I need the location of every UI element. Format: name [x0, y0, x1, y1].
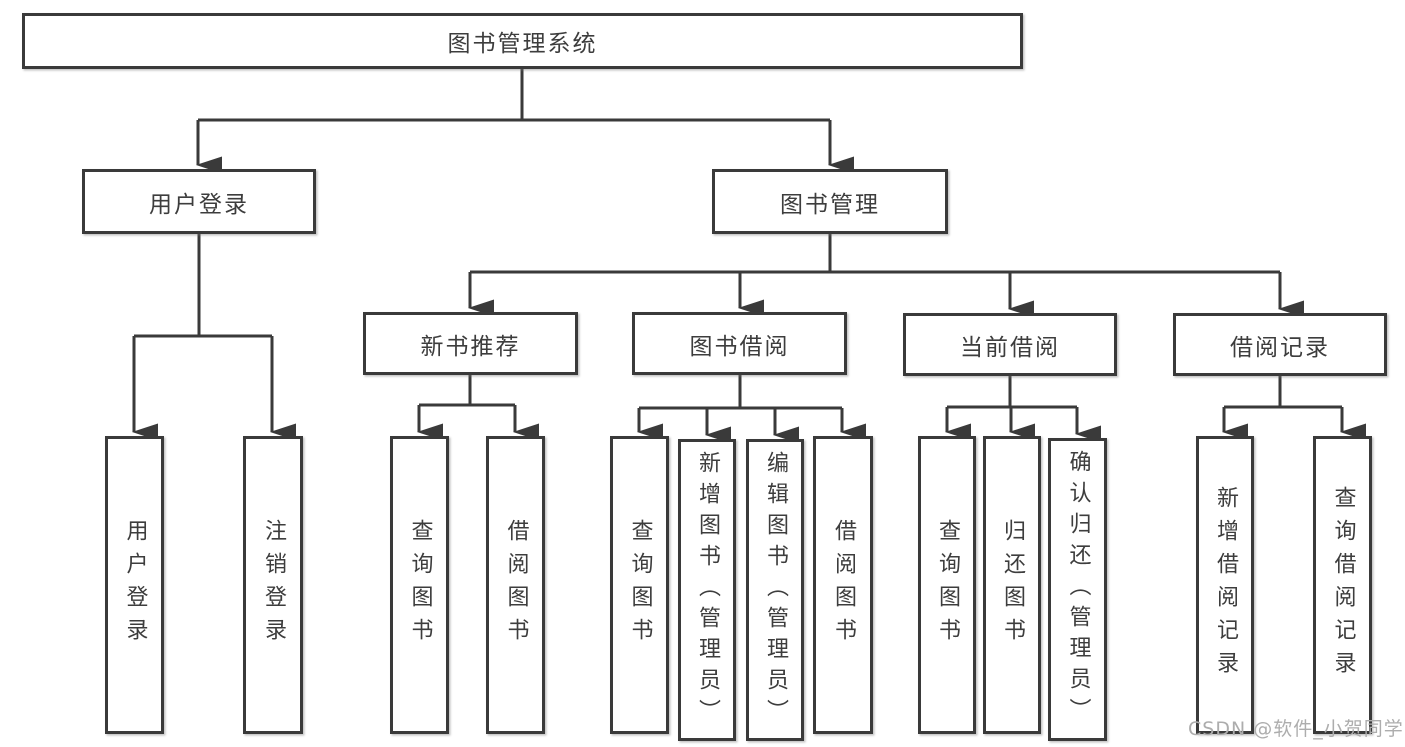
branch-book-management: 图书管理	[712, 169, 948, 234]
branch-user-login-label: 用户登录	[149, 191, 249, 218]
leaf-query-books-current: 查询图书	[918, 436, 976, 734]
group-current-borrow-label: 当前借阅	[960, 334, 1060, 361]
leaf-return-book: 归还图书	[983, 436, 1041, 734]
branch-book-management-label: 图书管理	[780, 191, 880, 218]
leaf-query-books-borrow: 查询图书	[610, 436, 669, 734]
csdn-watermark: CSDN @软件_小贺同学	[1188, 718, 1404, 740]
leaf-user-login-label: 用户登录	[122, 519, 148, 651]
leaf-add-borrow-record: 新增借阅记录	[1196, 436, 1254, 734]
leaf-query-books-recommend: 查询图书	[390, 436, 449, 734]
leaf-query-books-recommend-label: 查询图书	[407, 519, 433, 651]
leaf-add-book-admin-label: 新增图书（管理员）	[695, 450, 720, 730]
leaf-return-book-label: 归还图书	[1000, 519, 1025, 651]
leaf-edit-book-admin-label: 编辑图书（管理员）	[763, 450, 788, 730]
leaf-borrow-books-label: 借阅图书	[831, 519, 856, 651]
group-book-borrow-label: 图书借阅	[689, 333, 790, 360]
leaf-borrow-books-recommend-label: 借阅图书	[503, 519, 529, 651]
leaf-confirm-return-admin-label: 确认归还（管理员）	[1065, 450, 1091, 729]
node-root: 图书管理系统	[22, 13, 1023, 69]
group-new-book-recommend-label: 新书推荐	[420, 333, 521, 360]
leaf-borrow-books-recommend: 借阅图书	[486, 436, 545, 734]
branch-user-login: 用户登录	[82, 169, 316, 234]
leaf-edit-book-admin: 编辑图书（管理员）	[746, 439, 804, 741]
group-current-borrow: 当前借阅	[903, 313, 1117, 376]
leaf-user-login: 用户登录	[105, 436, 164, 734]
leaf-query-books-current-label: 查询图书	[935, 519, 960, 651]
leaf-logout-label: 注销登录	[261, 519, 286, 651]
group-borrow-records: 借阅记录	[1173, 313, 1387, 376]
leaf-query-borrow-record-label: 查询借阅记录	[1330, 486, 1356, 684]
leaf-add-book-admin: 新增图书（管理员）	[678, 439, 736, 741]
group-new-book-recommend: 新书推荐	[363, 312, 578, 375]
leaf-add-borrow-record-label: 新增借阅记录	[1213, 486, 1238, 684]
group-book-borrow: 图书借阅	[632, 312, 847, 375]
leaf-query-books-borrow-label: 查询图书	[627, 519, 653, 651]
leaf-query-borrow-record: 查询借阅记录	[1313, 436, 1372, 734]
group-borrow-records-label: 借阅记录	[1230, 334, 1330, 361]
leaf-logout: 注销登录	[243, 436, 303, 734]
node-root-label: 图书管理系统	[447, 31, 598, 57]
leaf-confirm-return-admin: 确认归还（管理员）	[1048, 438, 1107, 741]
leaf-borrow-books: 借阅图书	[813, 436, 873, 734]
